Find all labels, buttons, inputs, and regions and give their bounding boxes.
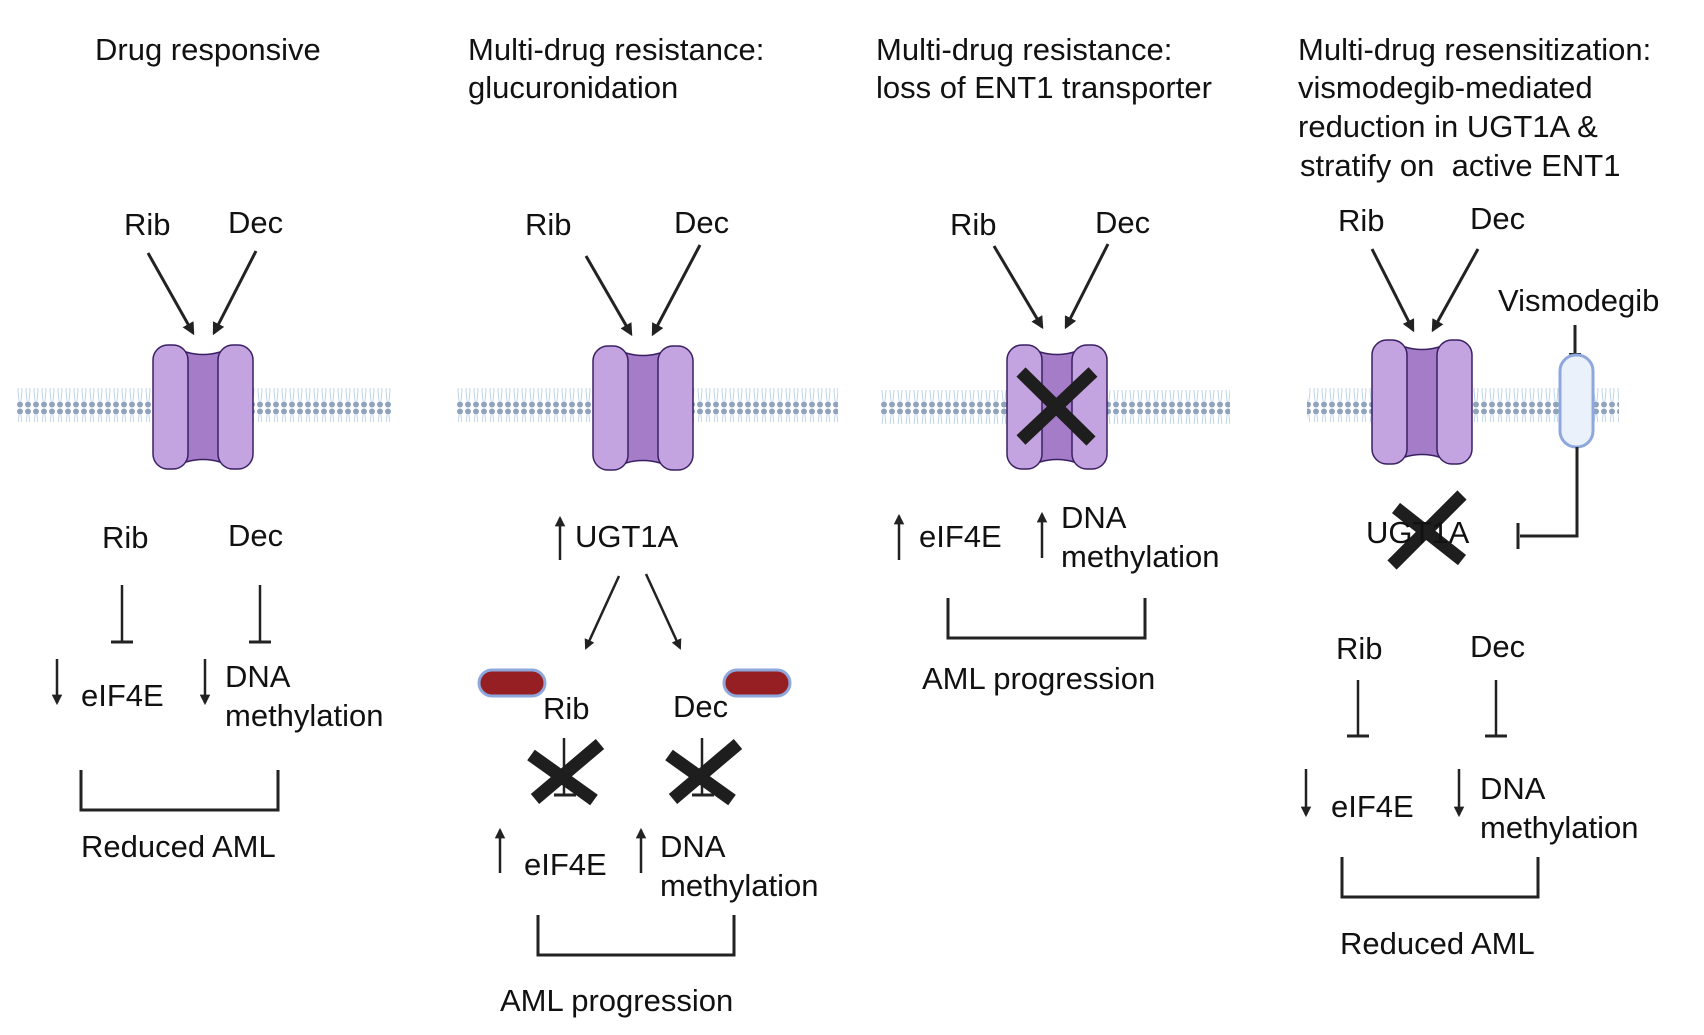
ent1-transporter bbox=[152, 344, 254, 470]
ent1-transporter bbox=[592, 345, 694, 471]
panel-title: Drug responsive bbox=[95, 32, 321, 67]
target-dna-line2: methylation bbox=[660, 868, 819, 903]
drug-label-dec: Dec bbox=[674, 205, 730, 240]
effect-label-dec: Dec bbox=[1470, 629, 1526, 664]
panel-title-line2: vismodegib-mediated bbox=[1298, 70, 1593, 105]
outcome-label: Reduced AML bbox=[1340, 926, 1535, 961]
target-dna-line2: methylation bbox=[1480, 810, 1639, 845]
panel-glucuronidation bbox=[457, 244, 838, 957]
panel-resensitization bbox=[1300, 248, 1619, 899]
x-mark-icon bbox=[527, 739, 605, 806]
outcome-label: AML progression bbox=[922, 661, 1156, 696]
ent1-transporter-lost bbox=[1006, 344, 1108, 470]
arrow-dec-to-transporter bbox=[1064, 243, 1110, 330]
panel-title: Multi-drug resistance: bbox=[876, 32, 1173, 67]
drug-label-rib: Rib bbox=[525, 207, 572, 242]
target-dna-line1: DNA bbox=[660, 829, 726, 864]
glucuronide-capsule bbox=[722, 668, 792, 698]
drug-label-rib: Rib bbox=[124, 207, 171, 242]
target-dna-line1: DNA bbox=[1480, 771, 1546, 806]
effect-label-dec: Dec bbox=[673, 689, 729, 724]
x-mark-icon bbox=[1016, 367, 1098, 446]
panel-title: Multi-drug resistance: bbox=[468, 32, 765, 67]
x-mark-icon bbox=[1387, 490, 1467, 570]
arrow-rib-to-transporter bbox=[992, 245, 1044, 330]
effect-label-dec: Dec bbox=[228, 518, 284, 553]
arrow-ugt1a-to-dec bbox=[644, 573, 682, 650]
inhibition-dec bbox=[249, 585, 271, 644]
bracket bbox=[1340, 857, 1540, 899]
effect-label-rib: Rib bbox=[543, 691, 590, 726]
outcome-label: AML progression bbox=[500, 983, 734, 1018]
bracket bbox=[536, 915, 736, 957]
panel-ent1-loss bbox=[879, 243, 1230, 640]
arrow-rib-to-transporter bbox=[584, 255, 633, 337]
target-dna-line2: methylation bbox=[1061, 539, 1220, 574]
panel-title-line3: reduction in UGT1A & bbox=[1298, 109, 1598, 144]
x-mark-icon bbox=[665, 739, 743, 806]
enzyme-ugt1a: UGT1A bbox=[575, 519, 679, 554]
inhibitor-vismodegib: Vismodegib bbox=[1498, 283, 1660, 318]
blocked-inhibition-dec bbox=[665, 738, 743, 806]
drug-label-dec: Dec bbox=[1470, 201, 1526, 236]
effect-label-rib: Rib bbox=[1336, 631, 1383, 666]
panel-title-line2: loss of ENT1 transporter bbox=[876, 70, 1212, 105]
arrow-dec-to-transporter bbox=[1431, 248, 1480, 333]
arrow-rib-to-transporter bbox=[146, 252, 195, 336]
inhibition-receptor-to-ugt1a bbox=[1520, 447, 1579, 538]
smo-receptor bbox=[1558, 353, 1595, 449]
inhibition-rib bbox=[111, 585, 133, 644]
panel-drug-responsive bbox=[17, 250, 393, 812]
arrow-ugt1a-to-rib bbox=[584, 575, 621, 650]
drug-label-rib: Rib bbox=[1338, 203, 1385, 238]
enzyme-ugt1a: UGT1A bbox=[1366, 515, 1470, 550]
target-dna-line1: DNA bbox=[1061, 500, 1127, 535]
bracket bbox=[946, 598, 1147, 640]
drug-label-rib: Rib bbox=[950, 207, 997, 242]
inhibition-rib bbox=[1347, 680, 1369, 738]
panel-title-line4: stratify on active ENT1 bbox=[1300, 148, 1621, 183]
target-eif4e: eIF4E bbox=[919, 519, 1002, 554]
blocked-inhibition-rib bbox=[527, 738, 605, 806]
panel-title: Multi-drug resensitization: bbox=[1298, 32, 1652, 67]
bracket bbox=[79, 770, 280, 812]
target-eif4e: eIF4E bbox=[524, 847, 607, 882]
target-eif4e: eIF4E bbox=[1331, 789, 1414, 824]
target-dna-line1: DNA bbox=[225, 659, 291, 694]
outcome-label: Reduced AML bbox=[81, 829, 276, 864]
ent1-transporter bbox=[1371, 339, 1473, 465]
target-eif4e: eIF4E bbox=[81, 678, 164, 713]
target-dna-line2: methylation bbox=[225, 698, 384, 733]
effect-label-rib: Rib bbox=[102, 520, 149, 555]
drug-label-dec: Dec bbox=[228, 205, 284, 240]
arrow-dec-to-transporter bbox=[651, 244, 702, 337]
arrow-dec-to-transporter bbox=[212, 250, 258, 336]
inhibition-dec bbox=[1485, 680, 1507, 738]
arrow-rib-to-transporter bbox=[1370, 248, 1415, 333]
drug-label-dec: Dec bbox=[1095, 205, 1151, 240]
glucuronide-capsule bbox=[477, 668, 547, 698]
panel-title-line2: glucuronidation bbox=[468, 70, 679, 105]
